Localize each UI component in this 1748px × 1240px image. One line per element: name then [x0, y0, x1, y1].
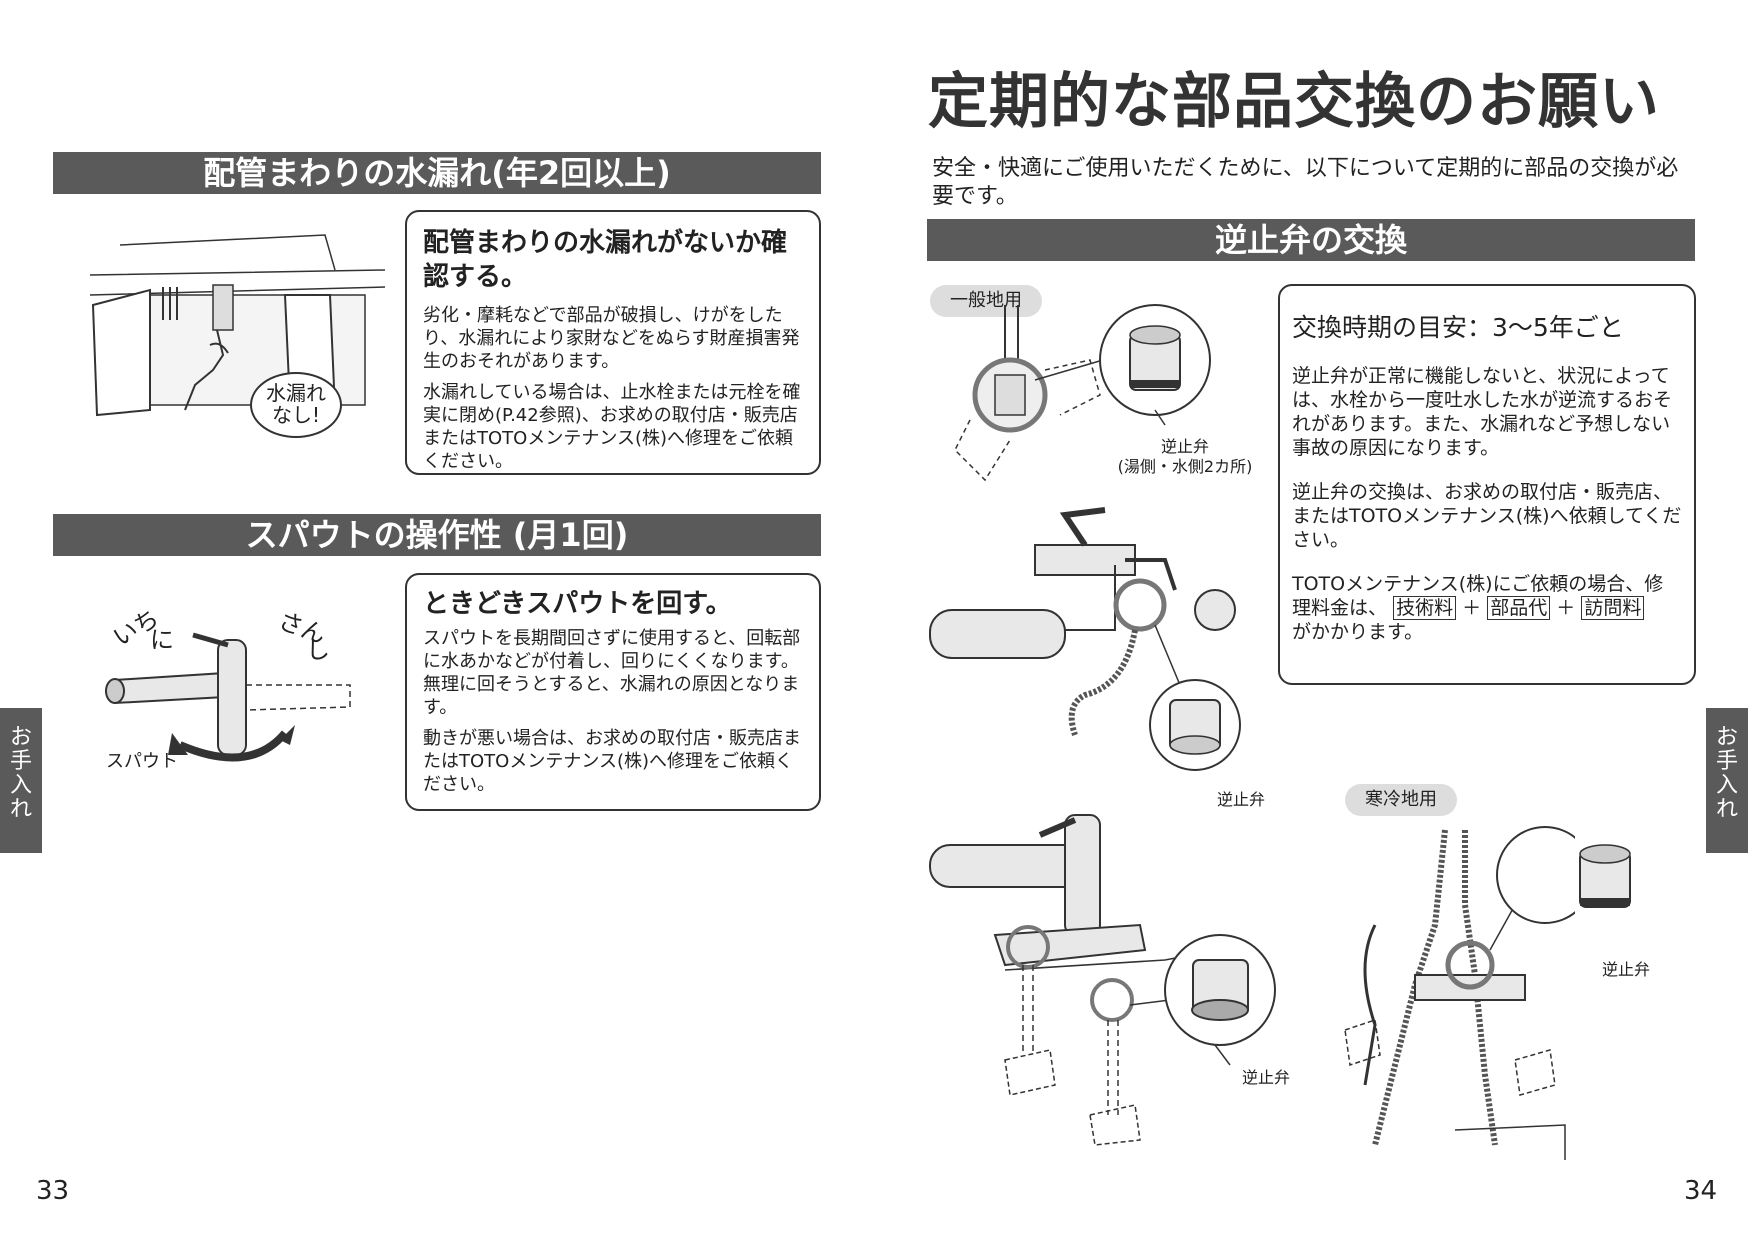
piping-check-heading: 配管まわりの水漏れがないか確認する。 [423, 228, 788, 292]
spout-rotate-box: ときどきスパウトを回す。 スパウトを長期間回さずに使用すると、回転部に水あかなど… [405, 573, 821, 811]
cold-valve-closeup [1579, 844, 1631, 908]
no-leak-balloon: 水漏れ なし! [250, 372, 342, 438]
replacement-para2: 逆止弁の交換は、お求めの取付店・販売店、またはTOTOメンテナンス(株)へ依頼し… [1292, 481, 1682, 551]
replacement-info-box: 交換時期の目安：3～5年ごと 逆止弁が正常に機能しないと、状況によっては、水栓か… [1278, 284, 1696, 685]
pill-cold: 寒冷地用 [1345, 784, 1457, 816]
label-valve-deck: 逆止弁 [1242, 1068, 1291, 1087]
section-title-piping: 配管まわりの水漏れ(年2回以上) [53, 152, 821, 194]
label-spout: スパウト [106, 751, 178, 772]
plus-2: ＋ [1556, 597, 1576, 619]
page-title: 定期的な部品交換のお願い [928, 67, 1660, 137]
spout-rotation-illustration [105, 632, 351, 762]
valve-closeup-general [954, 304, 1211, 482]
page-number-right: 34 [1684, 1176, 1718, 1206]
spout-rotate-para2: 動きが悪い場合は、お求めの取付店・販売店またはTOTOメンテナンス(株)へ修理を… [423, 728, 801, 795]
label-valve-general-line1: 逆止弁 [1160, 437, 1209, 456]
plus-1: ＋ [1462, 597, 1482, 619]
intro-text: 安全・快適にご使用いただくために、以下について定期的に部品の交換が必要です。 [932, 156, 1679, 209]
spout-rotate-heading: ときどきスパウトを回す。 [423, 589, 732, 619]
page-number-left: 33 [36, 1176, 70, 1206]
piping-check-para2: 水漏れしている場合は、止水栓または元栓を確実に閉め(P.42参照)、お求めの取付… [423, 382, 801, 472]
replacement-para1: 逆止弁が正常に機能しないと、状況によっては、水栓から一度吐水した水が逆流するおそ… [1292, 365, 1673, 459]
balloon-line1: 水漏れ [266, 381, 326, 405]
replacement-para3-end: がかかります。 [1292, 621, 1424, 643]
label-valve-general: 逆止弁 (湯側・水側2カ所) [1100, 437, 1270, 477]
fee-technical: 技術料 [1393, 596, 1457, 620]
replacement-para3-text: TOTOメンテナンス(株)にご依頼の場合、修理料金は、 [1292, 573, 1664, 619]
side-tab-left[interactable]: お手入れ [0, 708, 42, 853]
under-sink-illustration [89, 234, 386, 417]
piping-check-para1: 劣化・摩耗などで部品が破損し、けがをしたり、水漏れにより家財などをぬらす財産損害… [423, 305, 800, 372]
wall-faucet-illustration [929, 507, 1241, 771]
label-ni: に [150, 626, 174, 654]
section-title-check-valve: 逆止弁の交換 [927, 219, 1695, 261]
fee-parts: 部品代 [1487, 596, 1551, 620]
label-shi: し [306, 636, 330, 664]
label-valve-general-line2: (湯側・水側2カ所) [1117, 457, 1253, 476]
spout-rotate-para1: スパウトを長期間回さずに使用すると、回転部に水あかなどが付着し、回りにくくなりま… [423, 628, 801, 718]
label-valve-wall: 逆止弁 [1217, 790, 1266, 809]
balloon-line2: なし! [271, 403, 321, 427]
section-title-spout: スパウトの操作性 (月1回) [53, 514, 821, 556]
replacement-interval-heading: 交換時期の目安：3～5年ごと [1292, 313, 1624, 342]
fee-visit: 訪問料 [1581, 596, 1645, 620]
cold-region-illustration [1344, 826, 1575, 1160]
deck-faucet-illustration [929, 814, 1276, 1146]
label-valve-cold: 逆止弁 [1602, 960, 1651, 979]
piping-check-box: 配管まわりの水漏れがないか確認する。 劣化・摩耗などで部品が破損し、けがをしたり… [405, 210, 821, 475]
side-tab-right[interactable]: お手入れ [1706, 708, 1748, 853]
replacement-para3: TOTOメンテナンス(株)にご依頼の場合、修理料金は、 技術料 ＋ 部品代 ＋ … [1292, 572, 1682, 644]
